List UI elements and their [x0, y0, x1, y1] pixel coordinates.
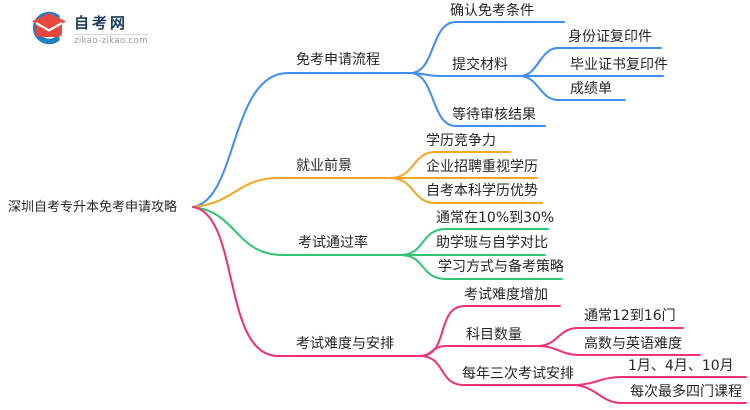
node-confirm-conditions[interactable]: 确认免考条件: [450, 3, 534, 19]
node-study-methods[interactable]: 学习方式与备考策略: [438, 259, 564, 275]
node-pass-rate[interactable]: 考试通过率: [298, 235, 368, 251]
node-employers-value-degree[interactable]: 企业招聘重视学历: [426, 159, 538, 175]
node-three-exams-per-year[interactable]: 每年三次考试安排: [462, 366, 574, 382]
node-class-vs-self-study[interactable]: 助学班与自学对比: [436, 235, 548, 251]
node-id-card-copy[interactable]: 身份证复印件: [568, 29, 652, 45]
node-12-to-16-subjects[interactable]: 通常12到16门: [584, 308, 676, 324]
branch-lines-employment: [192, 151, 543, 208]
logo-title: 自考网: [74, 14, 129, 32]
logo-text: 自考网 zikao-zikao.com: [74, 14, 148, 46]
logo-graduation-cap-icon: [30, 10, 67, 50]
node-application-process[interactable]: 免考申请流程: [296, 52, 380, 68]
node-diploma-copy[interactable]: 毕业证书复印件: [570, 57, 668, 73]
node-await-review-result[interactable]: 等待审核结果: [452, 107, 536, 123]
branch-lines-pass-rate: [192, 206, 563, 280]
logo: 自考网 zikao-zikao.com: [30, 10, 148, 50]
node-math-english-difficulty[interactable]: 高数与英语难度: [584, 336, 682, 352]
node-difficulty-arrangement[interactable]: 考试难度与安排: [296, 336, 394, 352]
node-exam-months[interactable]: 1月、4月、10月: [628, 358, 734, 374]
node-difficulty-increase[interactable]: 考试难度增加: [464, 287, 548, 303]
node-root[interactable]: 深圳自考专升本免考申请攻略: [8, 200, 178, 215]
branch-lines-application-process: [192, 21, 664, 208]
node-employment-prospects[interactable]: 就业前景: [296, 158, 352, 174]
node-pass-rate-range[interactable]: 通常在10%到30%: [436, 210, 555, 226]
node-submit-materials[interactable]: 提交材料: [452, 57, 508, 73]
node-degree-competitiveness[interactable]: 学历竞争力: [426, 133, 496, 149]
logo-divider: [74, 34, 148, 35]
node-transcript[interactable]: 成绩单: [570, 81, 612, 97]
node-selfexam-degree-advantage[interactable]: 自考本科学历优势: [426, 183, 538, 199]
logo-subtitle: zikao-zikao.com: [74, 36, 148, 46]
node-subject-count[interactable]: 科目数量: [466, 327, 522, 343]
branch-lines-difficulty: [192, 206, 747, 404]
node-max-four-courses[interactable]: 每次最多四门课程: [630, 384, 742, 400]
